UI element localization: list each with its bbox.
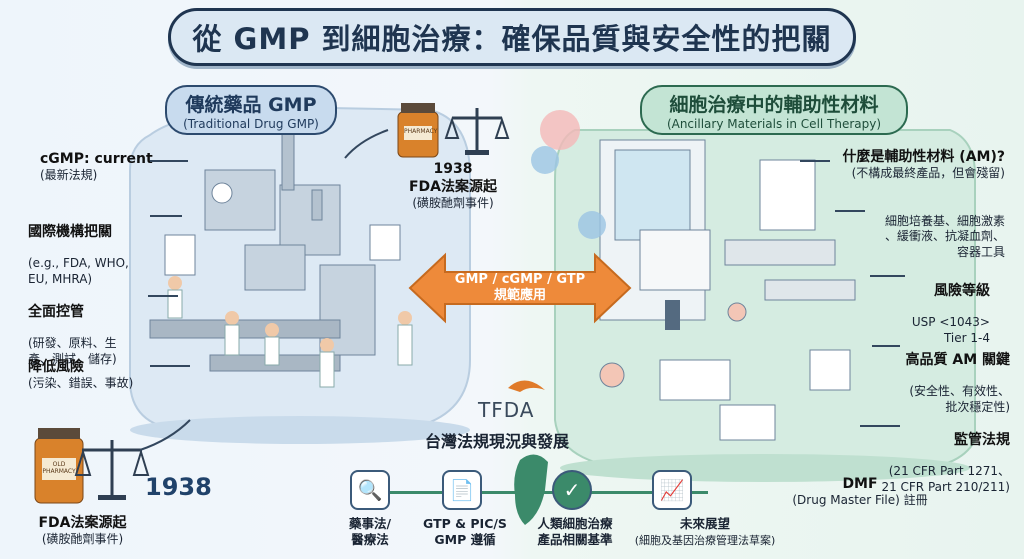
connector-line	[870, 275, 905, 277]
left-platform-base	[130, 416, 470, 444]
label-high-quality-am-title: 高品質 AM 關鍵	[905, 351, 1010, 368]
timeline-item-5-detail: (細胞及基因治療管理法草案)	[634, 534, 776, 548]
label-regulation-detail: (21 CFR Part 1271、 21 CFR Part 210/211)	[881, 464, 1010, 494]
connector-line	[150, 160, 188, 162]
scale-of-justice-icon	[444, 108, 510, 155]
label-international-detail: (e.g., FDA, WHO, EU, MHRA)	[28, 256, 129, 286]
history-top-detail: (磺胺酏劑事件)	[412, 196, 494, 211]
document-search-icon: 🔍	[350, 470, 390, 510]
connector-line	[860, 425, 900, 427]
timeline-item-5: 未來展望 (細胞及基因治療管理法草案)	[615, 516, 795, 549]
label-am-examples-detail: 細胞培養基、細胞激素 、緩衝液、抗凝血劑、 容器工具	[884, 213, 1005, 259]
label-what-is-am-title: 什麼是輔助性材料 (AM)?	[842, 149, 1005, 165]
tfda-logo-icon	[508, 380, 545, 392]
pharmacy-bottle-icon	[397, 103, 439, 158]
label-cgmp-title: cGMP: current	[40, 151, 153, 167]
label-dmf-title: DMF	[842, 476, 878, 492]
timeline-item-1: 藥事法/ 醫療法	[348, 516, 392, 548]
label-cgmp: cGMP: current (最新法規)	[40, 150, 180, 184]
timeline-item-5-label: 未來展望	[679, 516, 730, 531]
timeline-item-2: GTP & PIC/S GMP 遵循	[423, 516, 507, 548]
arrow-to-history-bottom	[139, 419, 191, 451]
label-full-control: 全面控管 (研發、原料、生 產、測試、儲存)	[28, 287, 148, 368]
bottle-label: PHARMACY	[404, 128, 438, 135]
history-bottom: FDA法案源起 (磺胺酏劑事件)	[20, 514, 145, 548]
old-bottle-label: OLD PHARMACY	[42, 461, 76, 476]
right-header-title: 細胞治療中的輔助性材料	[669, 93, 879, 116]
checkmark-icon: ✓	[552, 470, 592, 510]
center-arrow-text: GMP / cGMP / GTP 規範應用	[445, 272, 595, 305]
connector-line	[148, 295, 178, 297]
label-risk-level: 風險等級 USP <1043> Tier 1-4	[880, 266, 990, 347]
label-risk-level-detail: USP <1043> Tier 1-4	[911, 315, 990, 345]
history-bottom-detail: (磺胺酏劑事件)	[41, 532, 124, 547]
center-arrow-line1: GMP / cGMP / GTP	[454, 272, 586, 287]
left-header-title: 傳統藥品 GMP	[185, 93, 317, 116]
label-regulation-title: 監管法規	[954, 431, 1010, 448]
right-header-subtitle: (Ancillary Materials in Cell Therapy)	[666, 116, 882, 131]
connector-line	[150, 215, 182, 217]
label-reduce-risk-detail: (污染、錯誤、事故)	[28, 376, 134, 391]
arrow-to-history-top	[344, 129, 389, 159]
history-bottom-year: 1938	[145, 473, 212, 501]
scientist-figures-icon	[167, 276, 413, 388]
connector-line	[872, 345, 900, 347]
connector-line	[800, 160, 830, 162]
history-top-year: 1938	[433, 161, 473, 177]
label-what-is-am-detail: (不構成最終產品，但會殘留)	[851, 166, 1005, 181]
page-title: 從 GMP 到細胞治療：確保品質與安全性的把關	[192, 22, 832, 56]
double-arrow	[408, 252, 632, 324]
label-reduce-risk: 降低風險 (污染、錯誤、事故)	[28, 358, 168, 392]
label-reduce-risk-title: 降低風險	[28, 359, 84, 375]
label-risk-level-title: 風險等級	[934, 282, 990, 299]
label-dmf-detail: (Drug Master File) 註冊	[792, 493, 928, 508]
tfda-logo-text: TFDA	[478, 398, 535, 422]
label-full-control-title: 全面控管	[28, 303, 84, 320]
label-am-examples: 細胞培養基、細胞激素 、緩衝液、抗凝血劑、 容器工具	[860, 198, 1005, 260]
lab-equipment-icon	[599, 139, 856, 441]
label-full-control-detail: (研發、原料、生 產、測試、儲存)	[28, 336, 117, 366]
timeline-item-4: 人類細胞治療 產品相關基準	[537, 516, 613, 548]
scale-of-justice-bottom-icon	[74, 440, 150, 500]
left-header: 傳統藥品 GMP (Traditional Drug GMP)	[165, 85, 337, 135]
label-what-is-am: 什麼是輔助性材料 (AM)? (不構成最終產品，但會殘留)	[790, 148, 1005, 182]
right-header: 細胞治療中的輔助性材料 (Ancillary Materials in Cell…	[640, 85, 908, 135]
label-dmf: DMF (Drug Master File) 註冊	[775, 475, 945, 509]
cell-bubbles-icon	[531, 110, 606, 239]
label-regulation: 監管法規 (21 CFR Part 1271、 21 CFR Part 210/…	[862, 415, 1010, 496]
label-international-title: 國際機構把關	[28, 223, 112, 240]
old-pharmacy-bottle-icon	[34, 428, 84, 504]
left-header-subtitle: (Traditional Drug GMP)	[183, 116, 319, 131]
title-banner: 從 GMP 到細胞治療：確保品質與安全性的把關	[168, 8, 856, 66]
label-international: 國際機構把關 (e.g., FDA, WHO, EU, MHRA)	[28, 207, 148, 288]
history-top: 1938 FDA法案源起 (磺胺酏劑事件)	[408, 160, 498, 212]
history-bottom-title: FDA法案源起	[38, 515, 127, 531]
label-cgmp-detail: (最新法規)	[40, 168, 98, 183]
label-high-quality-am: 高品質 AM 關鍵 (安全性、有效性、 批次穩定性)	[870, 335, 1010, 416]
document-check-icon: 📄	[442, 470, 482, 510]
center-arrow-line2: 規範應用	[493, 288, 546, 304]
connector-line	[150, 365, 190, 367]
history-top-title: FDA法案源起	[408, 179, 498, 196]
taiwan-regulation-heading: 台灣法規現況與發展	[425, 432, 570, 451]
taiwan-map-shape	[514, 454, 548, 525]
label-high-quality-am-detail: (安全性、有效性、 批次穩定性)	[909, 384, 1010, 414]
connector-line	[835, 210, 865, 212]
timeline-line	[368, 491, 708, 494]
factory-machinery-icon	[149, 129, 401, 372]
growth-chart-icon: 📈	[652, 470, 692, 510]
